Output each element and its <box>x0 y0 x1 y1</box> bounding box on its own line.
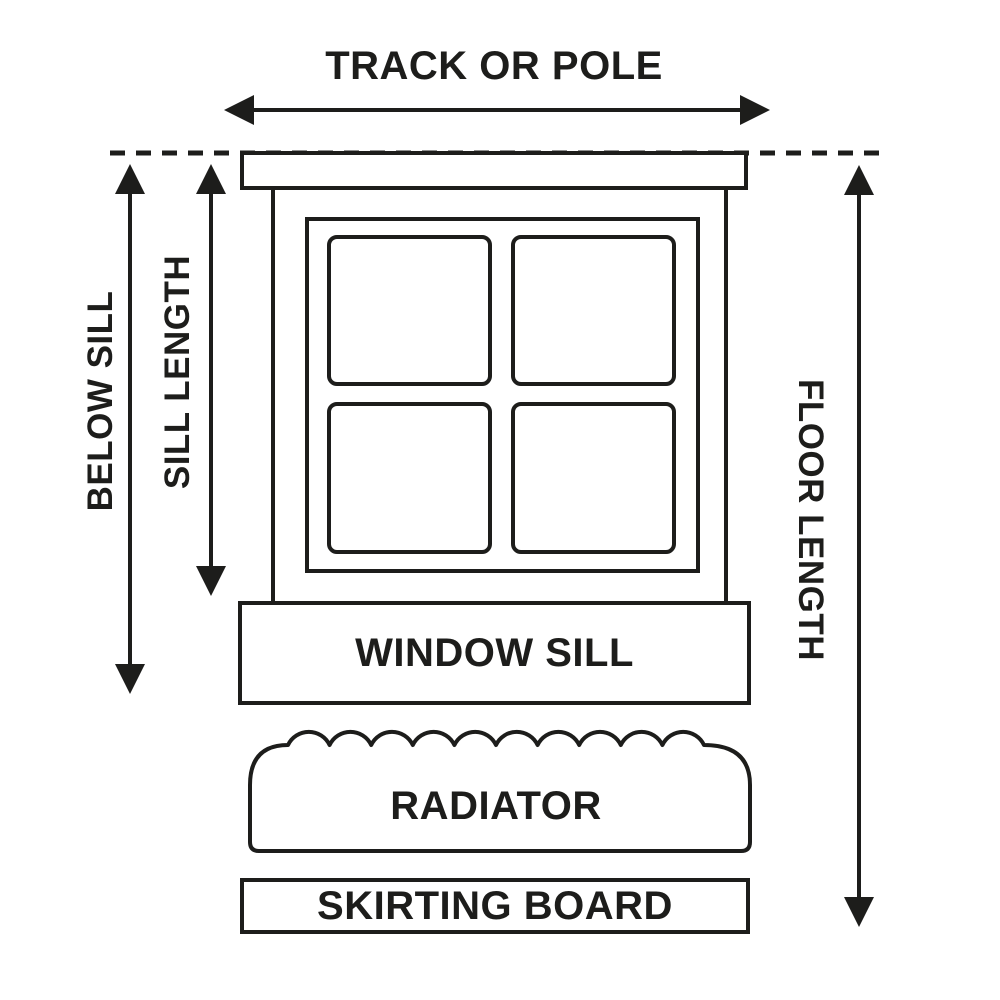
below-sill-arrow <box>115 164 145 694</box>
below-sill-label: BELOW SILL <box>81 290 120 512</box>
window-pane-bottom-left <box>327 402 492 554</box>
track-or-pole-arrow <box>224 95 770 125</box>
skirting-board-label: SKIRTING BOARD <box>317 883 673 928</box>
window-outer-frame <box>271 190 728 603</box>
window-pane-top-right <box>511 235 676 386</box>
radiator-outline <box>248 729 752 853</box>
track-or-pole-label: TRACK OR POLE <box>325 43 663 88</box>
sill-length-label: SILL LENGTH <box>158 254 197 490</box>
window-pane-bottom-right <box>511 402 676 554</box>
radiator-label: RADIATOR <box>390 783 602 828</box>
window-pane-top-left <box>327 235 492 386</box>
window-sill-label: WINDOW SILL <box>355 630 634 675</box>
window-head-board <box>240 151 748 190</box>
window-sill: WINDOW SILL <box>238 601 751 705</box>
sill-length-arrow <box>196 164 226 596</box>
floor-length-label: FLOOR LENGTH <box>791 378 830 662</box>
skirting-board: SKIRTING BOARD <box>240 878 750 934</box>
radiator: RADIATOR <box>240 725 752 853</box>
floor-length-arrow <box>844 165 874 927</box>
